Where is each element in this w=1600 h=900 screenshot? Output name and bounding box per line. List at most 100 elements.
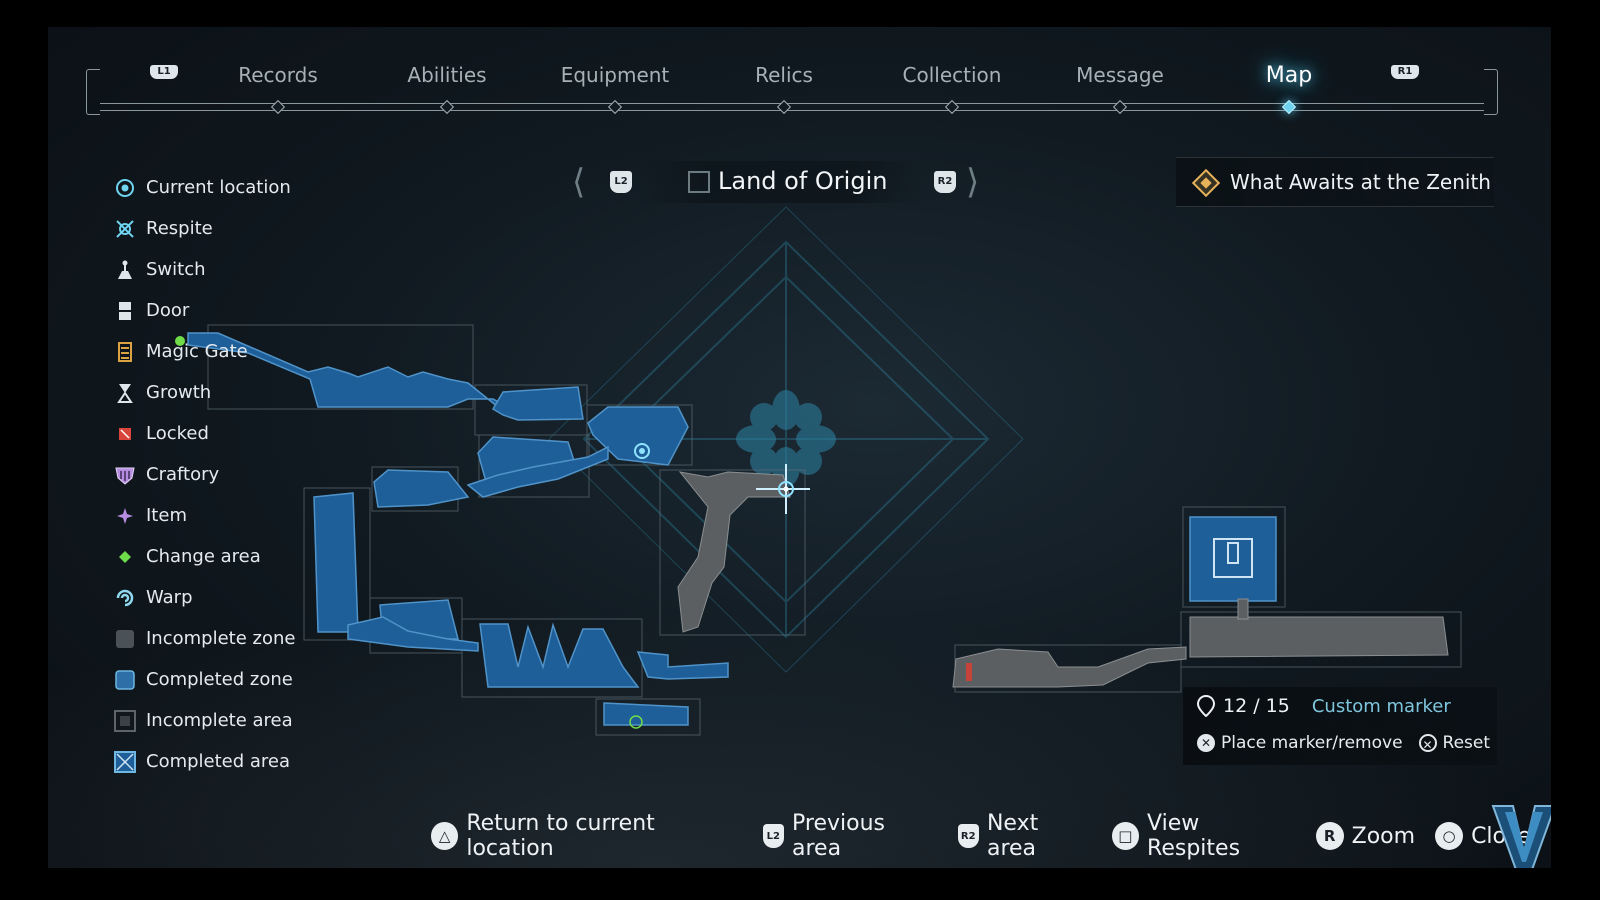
legend-label: Incomplete area (146, 710, 293, 731)
legend-label: Completed area (146, 751, 291, 772)
tab-abilities[interactable]: Abilities (407, 63, 487, 87)
growth-icon (114, 382, 136, 404)
area-plate (636, 161, 924, 203)
hint-label: View Respites (1147, 811, 1241, 861)
background-emblem (548, 206, 1024, 673)
l2-button-icon: L2 (610, 171, 632, 193)
marker-count: 12 / 15 (1223, 695, 1290, 717)
legend-label: Craftory (146, 464, 220, 485)
marker-label: Custom marker (1311, 695, 1451, 717)
r2-button-icon: R2 (957, 824, 979, 848)
legend-respite: Respite (114, 208, 295, 249)
cross-button-icon: ✕ (1197, 734, 1215, 752)
cross-ring-button-icon: ✕ (1418, 734, 1437, 752)
completed-zone-icon (114, 669, 136, 691)
completed-area-icon (114, 750, 136, 773)
legend-label: Change area (146, 546, 261, 567)
r1-button-icon: R1 (1391, 65, 1419, 79)
tower-room (1213, 538, 1253, 578)
square-button-icon: □ (1111, 822, 1140, 850)
hint-return-current-location[interactable]: △ Return to current location (431, 811, 743, 861)
hint-label: Zoom (1351, 823, 1416, 849)
marker-actions-row: ✕ Place marker/remove ✕ Reset (1197, 733, 1490, 753)
legend-label: Magic Gate (146, 341, 248, 362)
quest-objective: What Awaits at the Zenith (1176, 157, 1494, 207)
incomplete-area-icon (114, 709, 136, 732)
hint-previous-area[interactable]: L2 Previous area (762, 811, 938, 861)
game-screen: L1 R1 Records Abilities Equipment Relics… (48, 27, 1551, 868)
warp-icon (114, 587, 136, 609)
incomplete-area-square-icon (688, 171, 710, 193)
tab-equipment[interactable]: Equipment (560, 63, 670, 87)
map-legend: Current location Respite Switch Door Mag… (114, 167, 295, 782)
door-icon (114, 300, 136, 322)
magic-gate-icon (114, 341, 136, 363)
game-logo-icon (1491, 805, 1551, 868)
l1-button-icon: L1 (150, 65, 178, 79)
respite-marker (634, 443, 650, 459)
legend-label: Growth (146, 382, 212, 403)
nav-end-right (1484, 69, 1498, 115)
incomplete-zone-icon (114, 628, 136, 650)
hint-view-respites[interactable]: □ View Respites (1111, 811, 1296, 861)
legend-current-location: Current location (114, 167, 295, 208)
hint-label: Return to current location (466, 811, 655, 861)
quest-title: What Awaits at the Zenith (1230, 170, 1491, 194)
current-location-icon (114, 177, 136, 199)
triangle-button-icon: △ (431, 822, 459, 850)
hint-label: Next area (986, 811, 1039, 861)
chevron-right-icon[interactable]: ⟩ (966, 162, 980, 202)
top-nav: L1 R1 Records Abilities Equipment Relics… (86, 59, 1498, 119)
marker-count-row: 12 / 15 Custom marker (1197, 695, 1451, 717)
legend-completed-zone: Completed zone (114, 659, 295, 700)
legend-label: Incomplete zone (146, 628, 296, 649)
reset-action[interactable]: Reset (1442, 733, 1491, 753)
quest-diamond-icon (1191, 168, 1221, 198)
chevron-left-icon[interactable]: ⟨ (572, 162, 586, 202)
current-location-marker (756, 464, 810, 514)
tab-collection[interactable]: Collection (902, 63, 1002, 87)
tab-relics[interactable]: Relics (755, 63, 813, 87)
legend-label: Switch (146, 259, 206, 280)
legend-label: Respite (146, 218, 213, 239)
legend-label: Completed zone (146, 669, 293, 690)
l2-button-icon: L2 (762, 824, 784, 848)
legend-label: Warp (146, 587, 193, 608)
emblem-flower (736, 390, 836, 487)
nav-end-left (86, 69, 100, 115)
button-hints: △ Return to current location L2 Previous… (431, 811, 1551, 861)
change-area-icon (114, 546, 136, 568)
switch-icon (114, 259, 136, 281)
circle-button-icon: ○ (1435, 822, 1464, 850)
custom-marker-panel: 12 / 15 Custom marker ✕ Place marker/rem… (1183, 687, 1497, 765)
item-icon (114, 505, 136, 527)
legend-door: Door (114, 290, 295, 331)
r2-button-icon: R2 (934, 171, 956, 193)
legend-locked: Locked (114, 413, 295, 454)
tab-records[interactable]: Records (238, 63, 318, 87)
hint-zoom[interactable]: R Zoom (1315, 822, 1416, 850)
craftory-icon (114, 464, 136, 486)
legend-magic-gate: Magic Gate (114, 331, 295, 372)
legend-label: Item (146, 505, 187, 526)
locked-icon (114, 423, 136, 445)
legend-label: Current location (146, 177, 291, 198)
place-marker-action[interactable]: Place marker/remove (1221, 733, 1403, 753)
area-name: Land of Origin (718, 167, 888, 195)
legend-label: Locked (146, 423, 209, 444)
right-stick-icon: R (1315, 822, 1344, 850)
tab-message[interactable]: Message (1076, 63, 1164, 87)
legend-label: Door (146, 300, 190, 321)
respite-icon (114, 218, 136, 240)
legend-incomplete-zone: Incomplete zone (114, 618, 295, 659)
legend-warp: Warp (114, 577, 295, 618)
legend-completed-area: Completed area (114, 741, 295, 782)
tab-map[interactable]: Map (1265, 63, 1313, 88)
nav-rail (100, 103, 1484, 111)
legend-incomplete-area: Incomplete area (114, 700, 295, 741)
hint-label: Previous area (792, 811, 885, 861)
hint-next-area[interactable]: R2 Next area (957, 811, 1092, 861)
legend-switch: Switch (114, 249, 295, 290)
legend-change-area: Change area (114, 536, 295, 577)
legend-growth: Growth (114, 372, 295, 413)
